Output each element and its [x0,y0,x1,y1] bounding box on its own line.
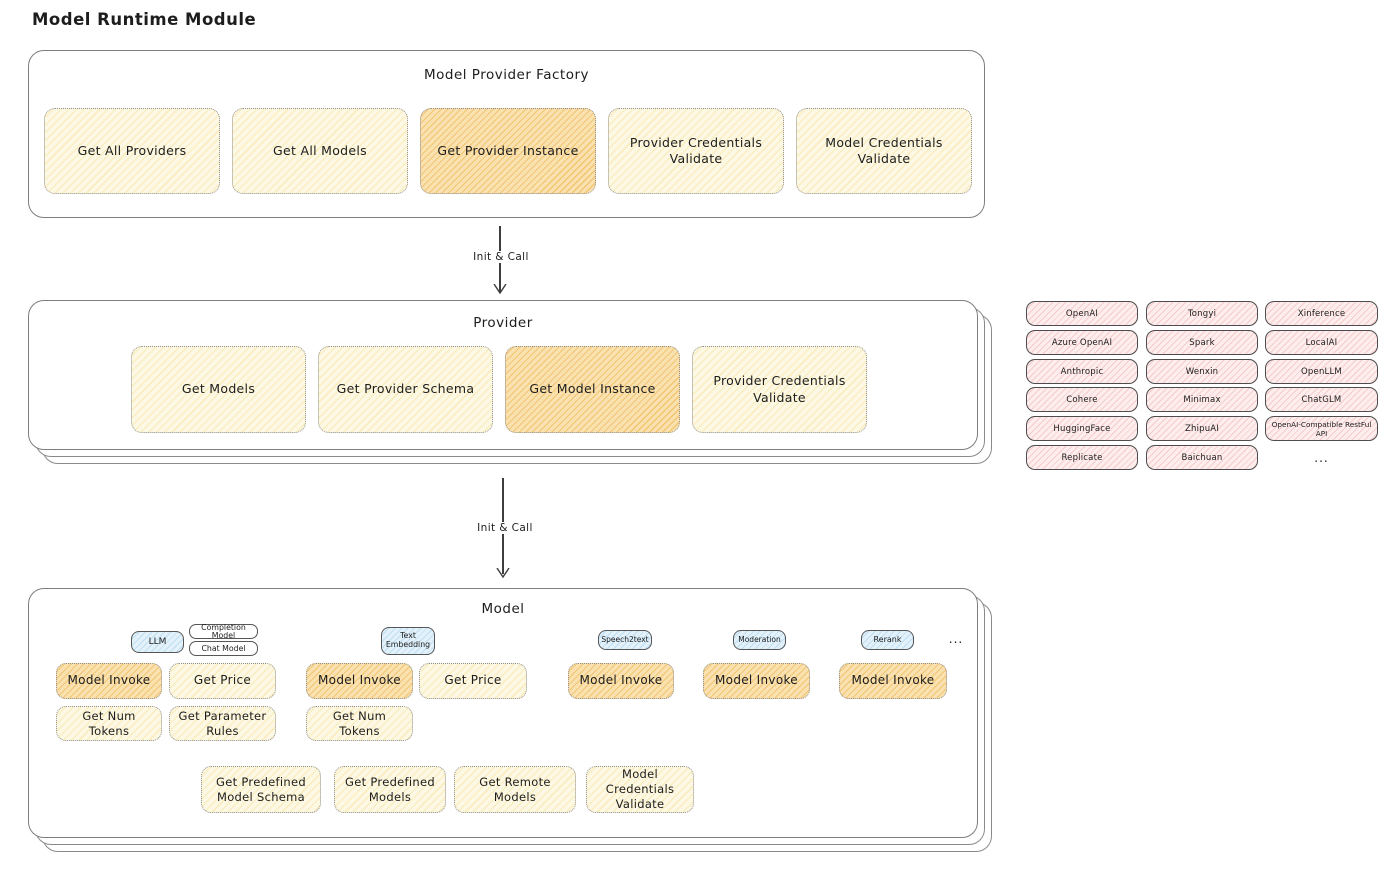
node-provider-credentials-validate-2: Provider Credentials Validate [692,346,867,433]
node-get-all-models: Get All Models [232,108,408,194]
provider-openai-compatible-restful-api: OpenAI-Compatible RestFul API [1265,416,1378,441]
provider-azure-openai: Azure OpenAI [1026,330,1138,355]
provider-xinference: Xinference [1265,301,1378,326]
node-get-predefined-model-schema: Get Predefined Model Schema [201,766,321,813]
node-get-model-instance: Get Model Instance [505,346,680,433]
arrowhead-down-icon-2 [496,568,510,578]
model-type-speech2text: Speech2text [598,630,652,650]
factory-box: Model Provider Factory Get All Providers… [28,50,985,218]
provider-wenxin: Wenxin [1146,359,1258,384]
provider-minimax: Minimax [1146,387,1258,412]
provider-huggingface: HuggingFace [1026,416,1138,441]
provider-spark: Spark [1146,330,1258,355]
provider-replicate: Replicate [1026,445,1138,470]
node-get-all-providers: Get All Providers [44,108,220,194]
provider-zhipuai: ZhipuAI [1146,416,1258,441]
node-get-remote-models: Get Remote Models [454,766,576,813]
model-type-ellipsis: ... [948,632,964,646]
node-get-predefined-models: Get Predefined Models [334,766,446,813]
page-title: Model Runtime Module [32,10,257,29]
node-provider-credentials-validate: Provider Credentials Validate [608,108,784,194]
provider-chatglm: ChatGLM [1265,387,1378,412]
node-embedding-model-invoke: Model Invoke [306,663,413,699]
node-model-credentials-validate-2: Model Credentials Validate [586,766,694,813]
node-get-provider-schema: Get Provider Schema [318,346,493,433]
node-llm-get-num-tokens: Get Num Tokens [56,706,162,741]
node-moderation-model-invoke: Model Invoke [703,663,810,699]
arrow-label-init-call-2: Init & Call [471,522,539,534]
model-type-chat-model: Chat Model [189,641,258,656]
model-type-moderation: Moderation [733,630,786,650]
node-llm-model-invoke: Model Invoke [56,663,162,699]
provider-localai: LocalAI [1265,330,1378,355]
provider-tongyi: Tongyi [1146,301,1258,326]
node-llm-get-price: Get Price [169,663,276,699]
arrow-label-init-call-1: Init & Call [467,251,535,263]
provider-openai: OpenAI [1026,301,1138,326]
model-box-title: Model [481,601,525,617]
node-embedding-get-num-tokens: Get Num Tokens [306,706,413,741]
provider-baichuan: Baichuan [1146,445,1258,470]
provider-box-title: Provider [473,315,533,331]
node-rerank-model-invoke: Model Invoke [839,663,947,699]
provider-anthropic: Anthropic [1026,359,1138,384]
node-speech2text-model-invoke: Model Invoke [568,663,674,699]
node-get-models: Get Models [131,346,306,433]
provider-ellipsis: ... [1314,450,1329,465]
provider-openllm: OpenLLM [1265,359,1378,384]
model-box: Model LLM Completion Model Chat Model Te… [28,588,978,838]
node-get-provider-instance: Get Provider Instance [420,108,596,194]
model-type-rerank: Rerank [861,630,914,650]
factory-box-title: Model Provider Factory [423,67,589,83]
provider-cohere: Cohere [1026,387,1138,412]
node-model-credentials-validate: Model Credentials Validate [796,108,972,194]
provider-box: Provider Get Models Get Provider Schema … [28,300,978,450]
node-embedding-get-price: Get Price [419,663,527,699]
arrowhead-down-icon [493,284,507,294]
model-type-text-embedding: Text Embedding [381,627,435,655]
model-type-llm: LLM [131,631,184,653]
model-type-completion-model: Completion Model [189,623,258,639]
node-llm-get-parameter-rules: Get Parameter Rules [169,706,276,741]
